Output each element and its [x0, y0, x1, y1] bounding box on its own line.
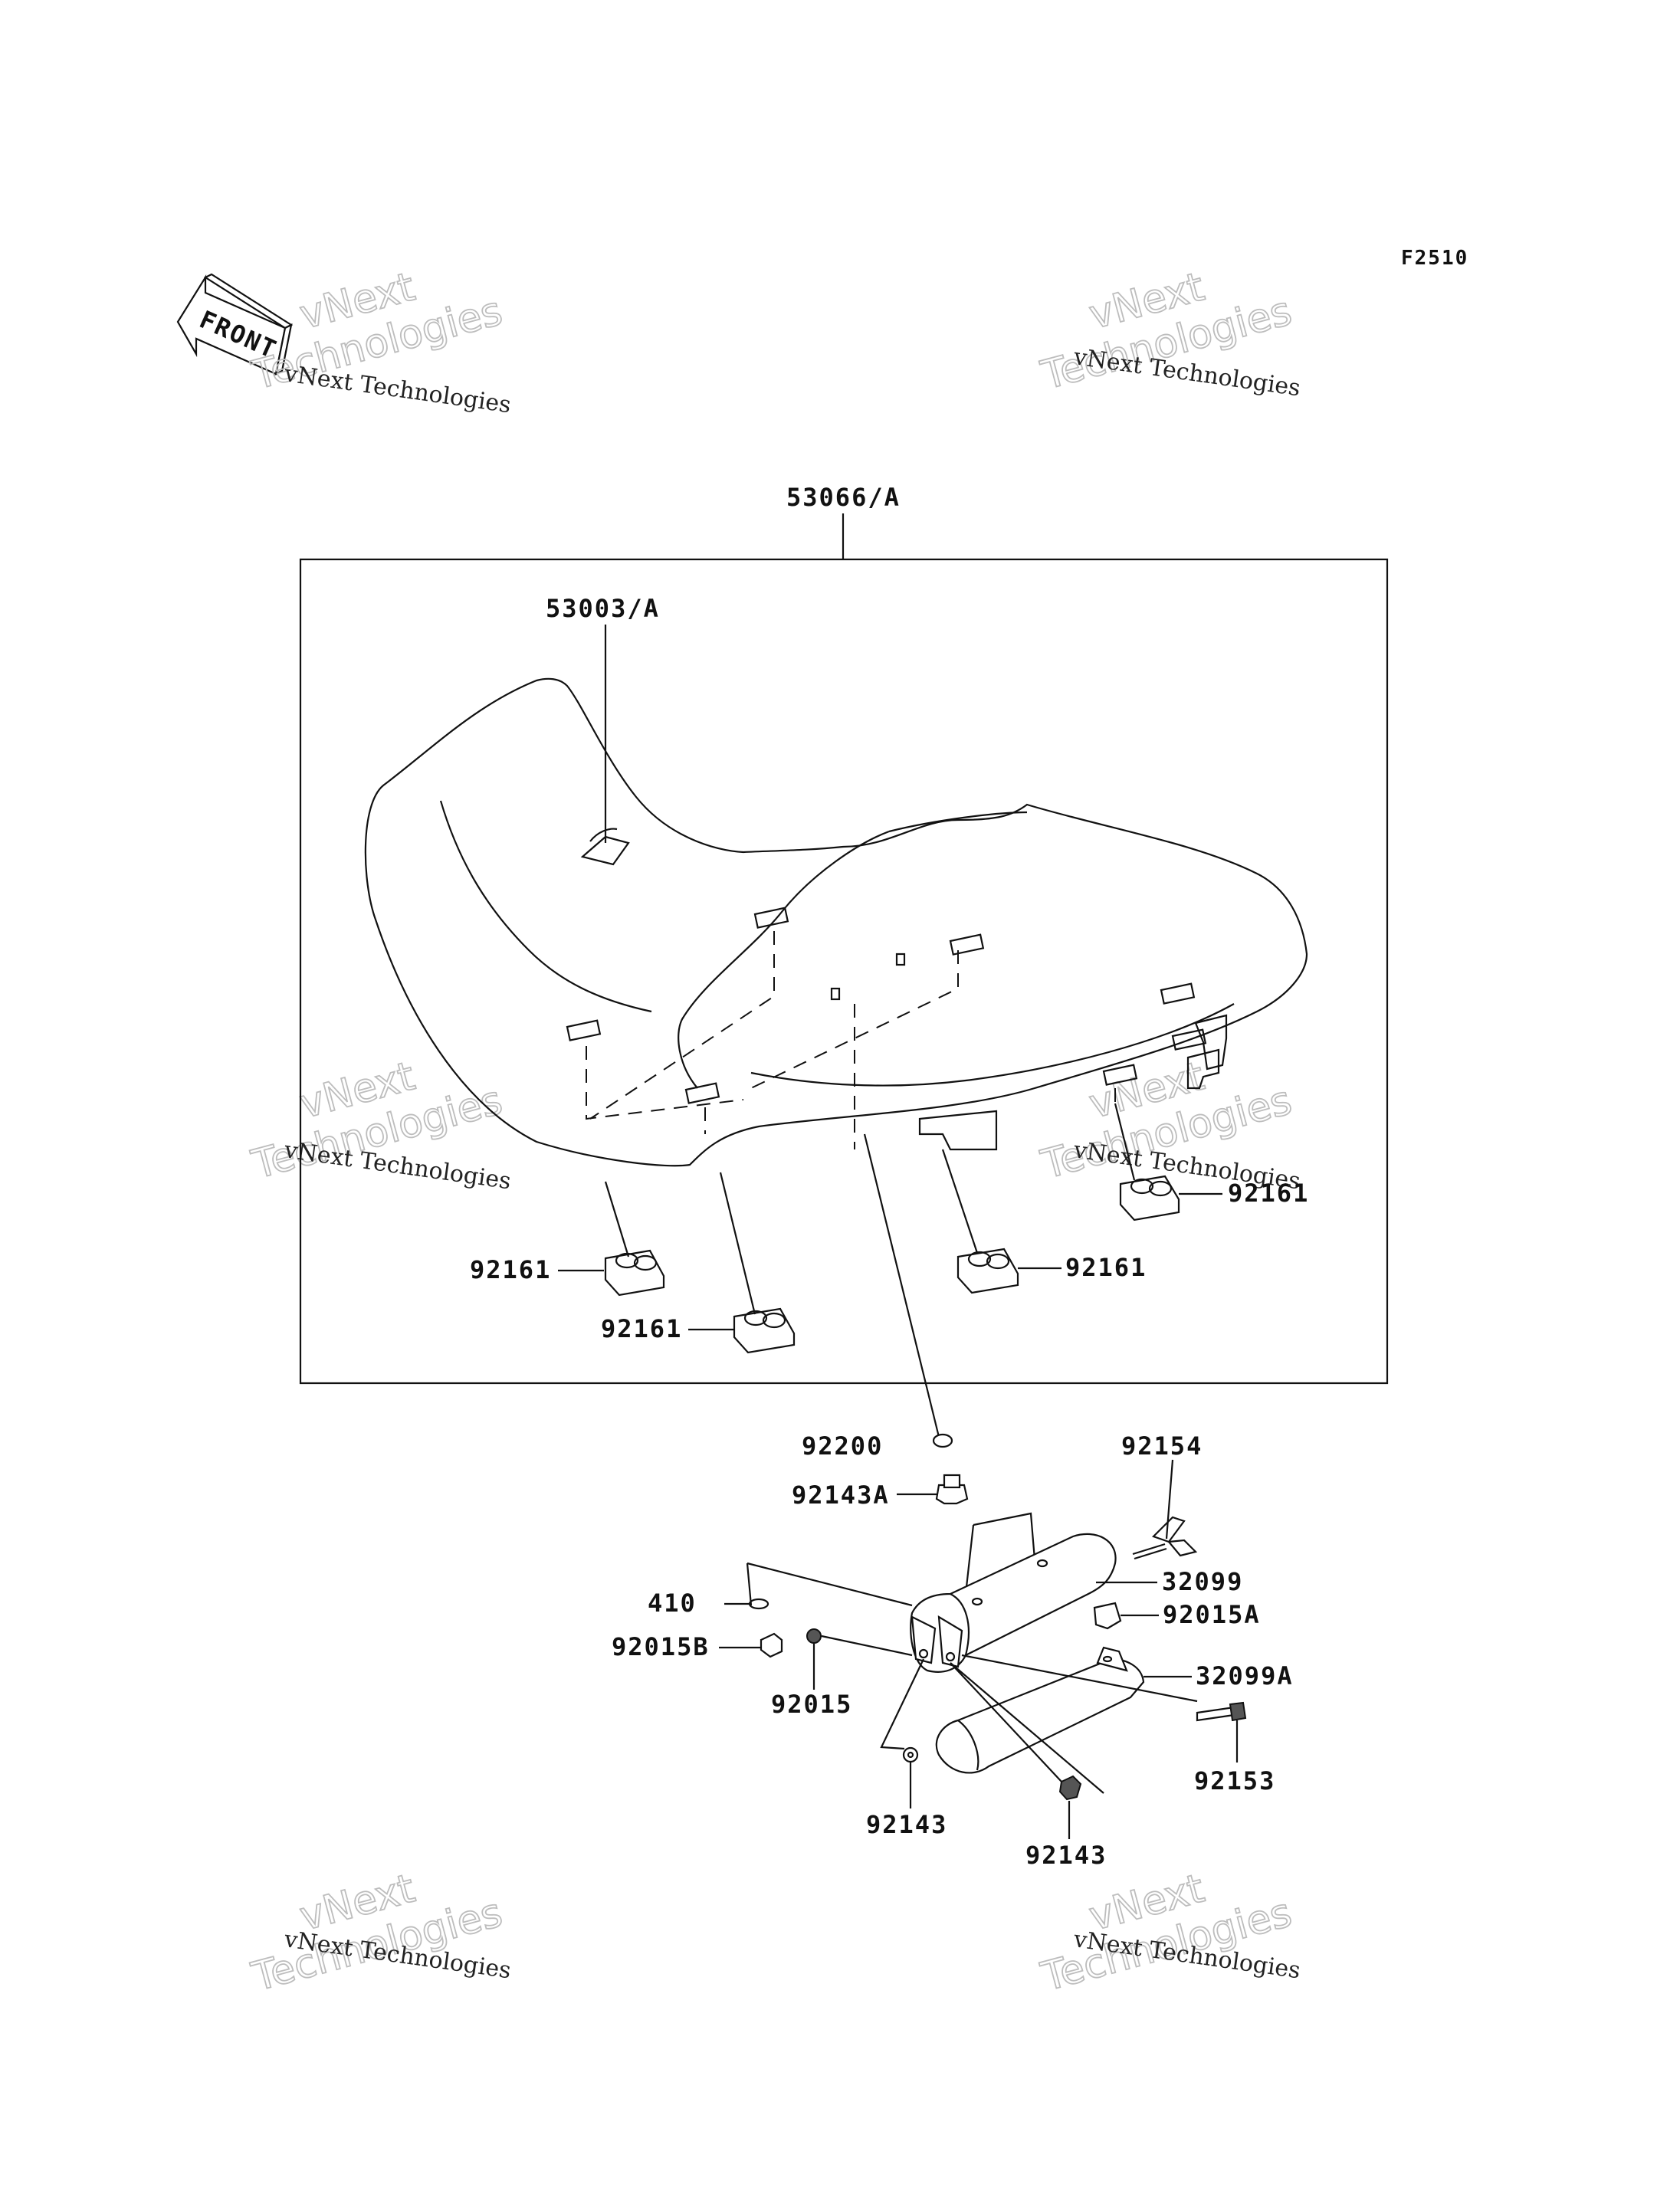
- label-410: 410: [648, 1589, 697, 1618]
- label-92015: 92015: [771, 1690, 852, 1719]
- label-53003a: 53003/A: [546, 594, 660, 623]
- leader-92200: [863, 1133, 940, 1438]
- front-arrow-icon: FRONT: [176, 273, 294, 375]
- damper-part: 92161: [470, 1181, 665, 1297]
- label-92143-right: 92143: [1025, 1841, 1107, 1870]
- label-92143a: 92143A: [792, 1481, 890, 1510]
- watermark-small: vNext Technologies: [282, 360, 513, 418]
- label-92161-right: 92161: [1065, 1253, 1147, 1282]
- assembly-frame: 53066/A: [299, 483, 1389, 1385]
- damper-part: 92161: [941, 1149, 1147, 1294]
- label-32099: 32099: [1162, 1567, 1243, 1596]
- label-92161-mid: 92161: [601, 1314, 682, 1343]
- diagram-code: F2510: [1401, 247, 1468, 270]
- label-32099a: 32099A: [1196, 1661, 1294, 1690]
- damper-part: 92161: [1114, 1103, 1309, 1221]
- label-53066a: 53066/A: [786, 483, 901, 512]
- label-92161-far-right: 92161: [1228, 1179, 1309, 1208]
- label-92154: 92154: [1121, 1431, 1203, 1461]
- label-92015b: 92015B: [612, 1632, 710, 1661]
- bracket-assembly: 92143A 32099 92154 410 92015A: [612, 1431, 1294, 1870]
- label-92143-left: 92143: [866, 1810, 947, 1839]
- watermark-group: vNext Technologies vNext Technologies vN…: [246, 264, 1301, 2002]
- label-92200: 92200: [802, 1431, 883, 1461]
- label-92161-left: 92161: [470, 1255, 551, 1284]
- clip-part: 92200: [802, 1431, 953, 1461]
- label-92015a: 92015A: [1163, 1600, 1261, 1629]
- receiver-marks: [566, 907, 1207, 1104]
- seat-illustration: [364, 677, 1308, 1167]
- label-92153: 92153: [1194, 1766, 1275, 1795]
- damper-part: 92161: [601, 1172, 796, 1354]
